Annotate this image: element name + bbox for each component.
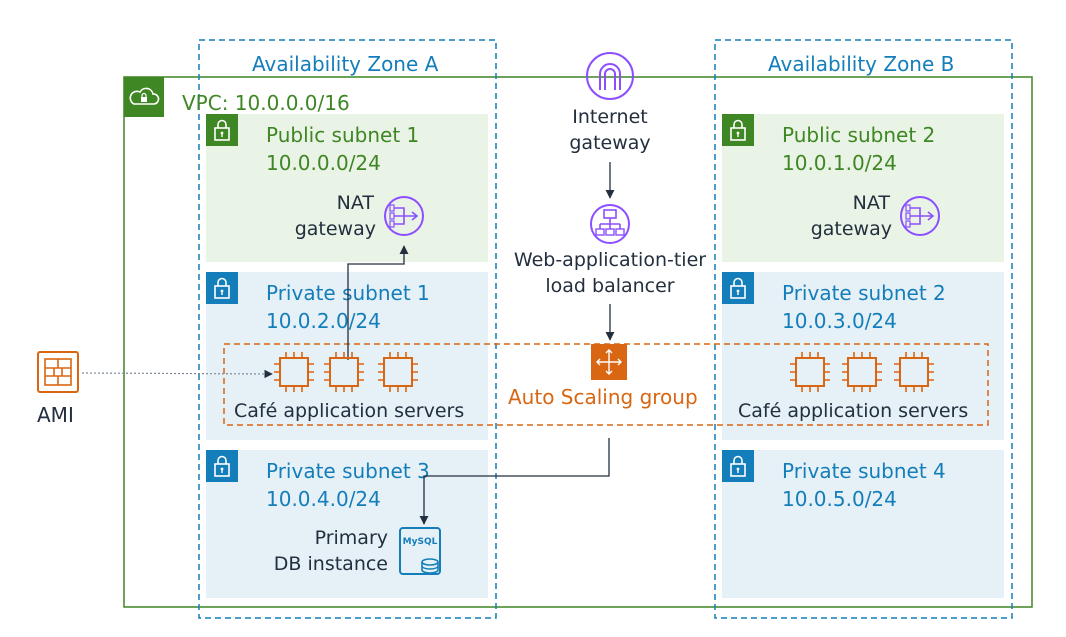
internet-gateway-label: Internet gateway — [540, 104, 680, 156]
subnet-name: Private subnet 3 — [266, 459, 430, 483]
subnet-name: Private subnet 4 — [782, 459, 946, 483]
nat-line2: gateway — [294, 218, 376, 240]
az-b-border — [714, 39, 1013, 619]
load-balancer-line2: load balancer — [545, 275, 675, 297]
public-subnet-1: Public subnet 1 10.0.0.0/24 — [206, 114, 488, 262]
instance-chip-icon — [324, 352, 364, 392]
instance-chip-icon — [378, 352, 418, 392]
server-to-nat-arrow — [347, 245, 409, 360]
internet-gateway-icon — [586, 52, 634, 100]
subnet-name: Public subnet 2 — [782, 123, 936, 147]
subnet-cidr: 10.0.5.0/24 — [782, 487, 897, 511]
subnet-name: Private subnet 2 — [782, 281, 946, 305]
nat-gateway-label-b: NAT gateway — [792, 190, 892, 242]
vpc-border — [123, 76, 1033, 608]
nat-line2: gateway — [810, 218, 892, 240]
padlock-icon — [722, 272, 754, 304]
cloud-lock-icon — [124, 77, 164, 117]
public-subnet-2: Public subnet 2 10.0.1.0/24 — [722, 114, 1004, 262]
instance-chip-icon — [894, 352, 934, 392]
internet-gateway-line2: gateway — [569, 132, 651, 154]
auto-scaling-label: Auto Scaling group — [508, 385, 698, 409]
subnet-cidr: 10.0.4.0/24 — [266, 487, 381, 511]
mysql-database-icon: MySQL — [399, 527, 441, 575]
subnet-cidr: 10.0.2.0/24 — [266, 309, 381, 333]
padlock-icon — [722, 450, 754, 482]
padlock-icon — [206, 272, 238, 304]
az-b-title: Availability Zone B — [768, 52, 955, 76]
nat-gateway-icon — [900, 196, 940, 236]
instance-chip-icon — [274, 352, 314, 392]
vpc-title: VPC: 10.0.0.0/16 — [182, 91, 350, 115]
mysql-badge: MySQL — [403, 537, 438, 547]
ami-label: AMI — [37, 403, 74, 427]
ami-icon — [37, 351, 79, 393]
subnet-cidr: 10.0.0.0/24 — [266, 151, 381, 175]
padlock-icon — [206, 114, 238, 146]
load-balancer-line1: Web-application-tier — [513, 249, 707, 271]
az-a-border — [198, 39, 497, 619]
subnet-cidr: 10.0.3.0/24 — [782, 309, 897, 333]
db-line2: DB instance — [273, 553, 388, 575]
nat-gateway-icon — [384, 196, 424, 236]
padlock-icon — [206, 450, 238, 482]
private-subnet-2: Private subnet 2 10.0.3.0/24 — [722, 272, 1004, 440]
az-a-title: Availability Zone A — [252, 52, 439, 76]
private-subnet-4: Private subnet 4 10.0.5.0/24 — [722, 450, 1004, 598]
app-servers-label-b: Café application servers — [738, 400, 969, 422]
ami-to-server-arrow — [81, 369, 273, 379]
asg-to-db-arrow — [419, 438, 610, 525]
load-balancer-label: Web-application-tier load balancer — [490, 247, 730, 299]
subnet-cidr: 10.0.1.0/24 — [782, 151, 897, 175]
instance-chip-icon — [842, 352, 882, 392]
load-balancer-icon — [590, 204, 630, 244]
auto-scaling-icon — [591, 344, 627, 380]
padlock-icon — [722, 114, 754, 146]
subnet-name: Public subnet 1 — [266, 123, 420, 147]
nat-line1: NAT — [336, 192, 374, 214]
internet-gateway-line1: Internet — [572, 106, 648, 128]
nat-gateway-label-a: NAT gateway — [276, 190, 376, 242]
db-label: Primary DB instance — [270, 525, 388, 577]
instance-chip-icon — [790, 352, 830, 392]
db-line1: Primary — [314, 527, 388, 549]
app-servers-label-a: Café application servers — [234, 400, 465, 422]
private-subnet-3: Private subnet 3 10.0.4.0/24 — [206, 450, 488, 598]
nat-line1: NAT — [852, 192, 890, 214]
